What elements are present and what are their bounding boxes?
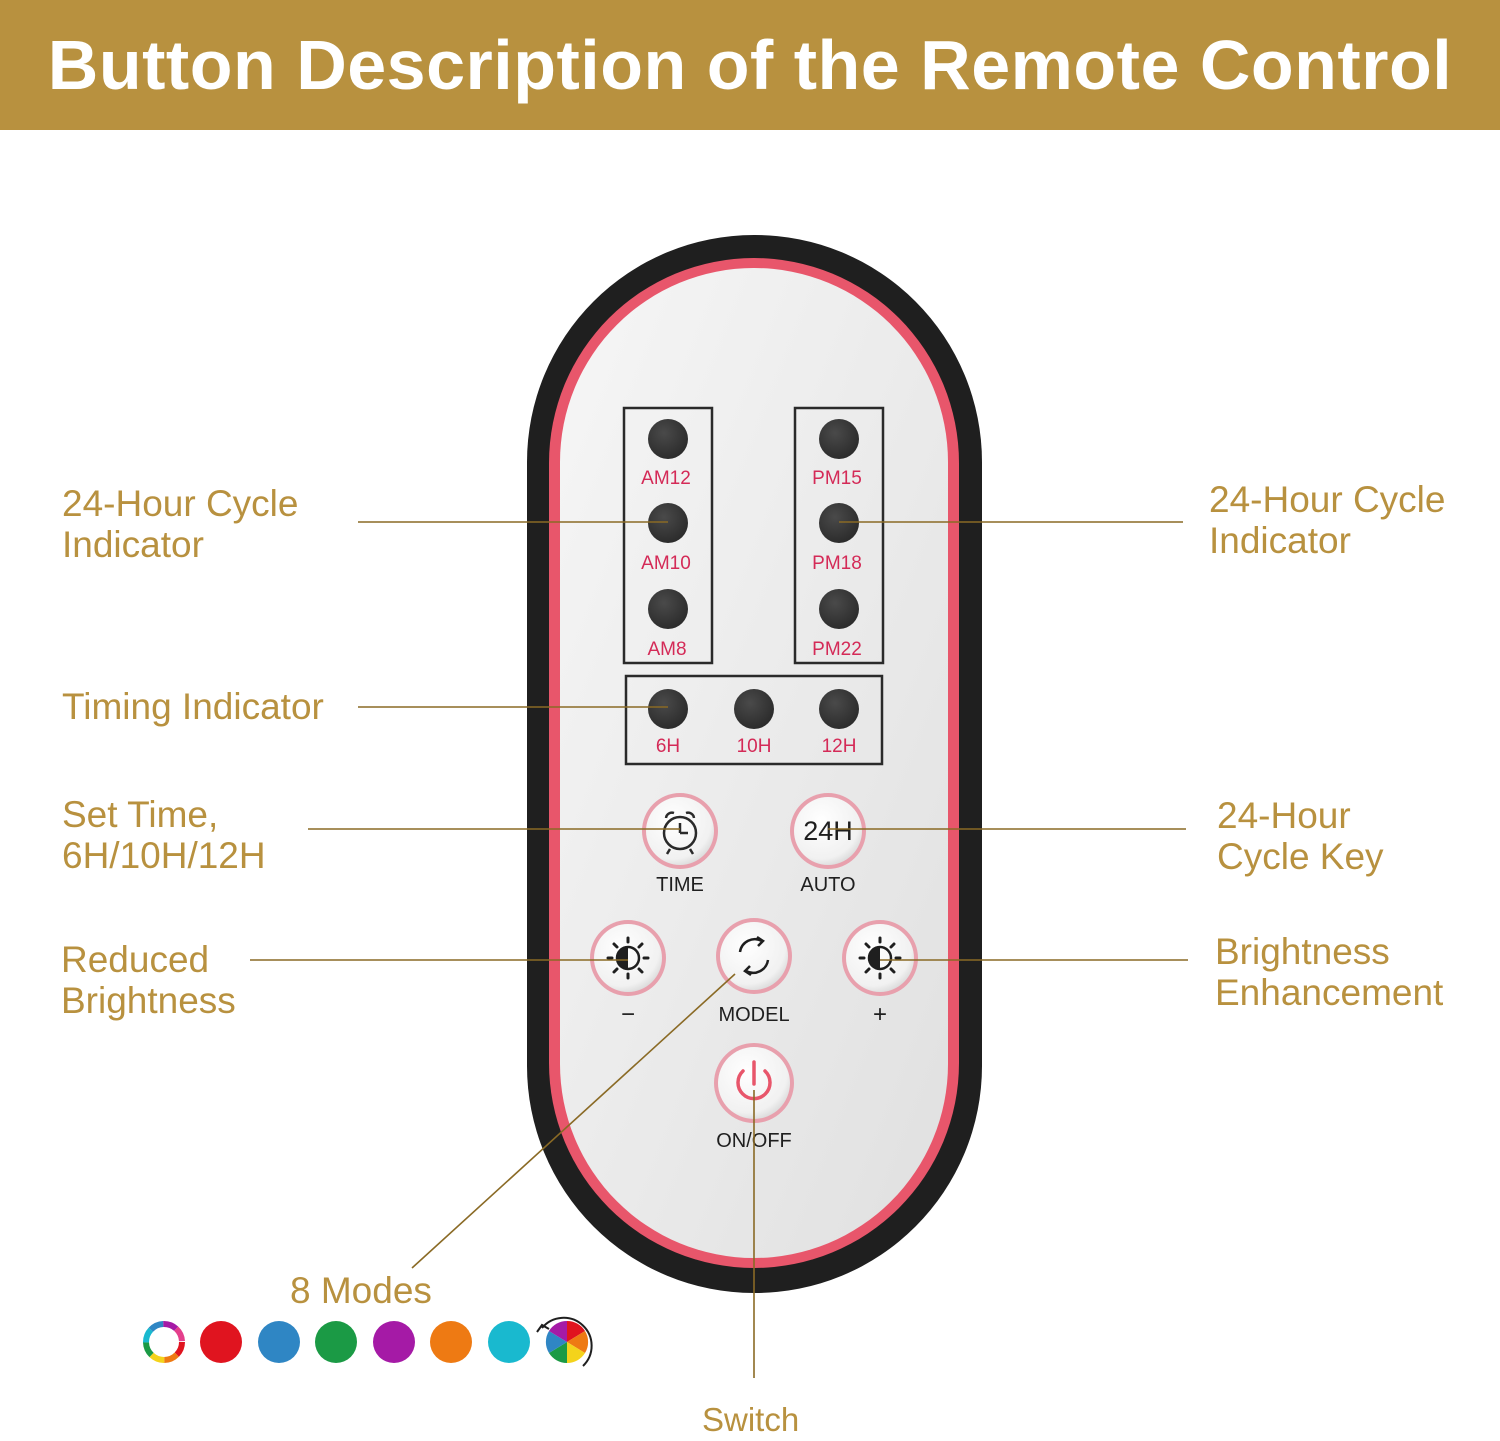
6h-label: 6H (656, 736, 680, 757)
brightness-enhancement-label: Brightness Enhancement (1215, 931, 1444, 1013)
power-button[interactable] (714, 1043, 794, 1123)
am8-label: AM8 (647, 639, 686, 660)
brightness-minus-button[interactable] (590, 920, 666, 996)
am12-label: AM12 (641, 468, 691, 489)
red-mode-dot (200, 1321, 242, 1363)
page-title: Button Description of the Remote Control (47, 26, 1453, 104)
am8-led (648, 589, 688, 629)
green-mode-dot (315, 1321, 357, 1363)
cycle-key-label: 24-Hour Cycle Key (1217, 795, 1384, 877)
model-button[interactable] (716, 918, 792, 994)
timing-indicator-label: Timing Indicator (62, 686, 324, 727)
timer-indicator-panel: 6H 10H 12H (624, 674, 884, 766)
am10-label: AM10 (641, 553, 691, 574)
12h-led (819, 689, 859, 729)
pm22-led (819, 589, 859, 629)
leader-lines (250, 521, 1188, 1378)
pm15-led (819, 419, 859, 459)
am10-led (648, 503, 688, 543)
set-time-label: Set Time, 6H/10H/12H (62, 794, 266, 876)
pm15-label: PM15 (812, 468, 862, 489)
10h-label: 10H (737, 736, 772, 757)
auto-24h-button[interactable]: 24H (790, 793, 866, 869)
modes-label: 8 Modes (290, 1270, 432, 1311)
pm-indicator-panel: PM15 PM18 PM22 (793, 406, 885, 665)
cyan-mode-dot (488, 1321, 530, 1363)
blue-mode-dot (258, 1321, 300, 1363)
brightness-icon (606, 936, 650, 980)
time-button[interactable] (642, 793, 718, 869)
pm18-label: PM18 (812, 553, 862, 574)
cycle-indicator-left-label: 24-Hour Cycle Indicator (62, 483, 299, 565)
cycle-indicator-right-label: 24-Hour Cycle Indicator (1209, 479, 1446, 561)
brightness-icon (858, 936, 902, 980)
am12-led (648, 419, 688, 459)
model-button-label: MODEL (718, 1004, 789, 1026)
am-indicator-panel: AM12 AM10 AM8 (622, 406, 714, 665)
title-banner: Button Description of the Remote Control (0, 0, 1500, 130)
reduced-brightness-label: Reduced Brightness (61, 939, 236, 1021)
rainbow-ring-icon (143, 1321, 185, 1363)
mode-colors (143, 1316, 593, 1367)
auto-button-label: AUTO (800, 874, 855, 896)
12h-label: 12H (822, 736, 857, 757)
time-button-label: TIME (656, 874, 704, 896)
6h-led (648, 689, 688, 729)
10h-led (734, 689, 774, 729)
pm22-label: PM22 (812, 639, 862, 660)
cycle-arrows-icon (738, 935, 770, 977)
plus-button-label: + (873, 1001, 887, 1028)
minus-button-label: − (621, 1001, 635, 1028)
24h-button-face: 24H (803, 816, 853, 846)
brightness-plus-button[interactable] (842, 920, 918, 996)
color-wheel-cycle-icon (536, 1316, 593, 1367)
purple-mode-dot (373, 1321, 415, 1363)
switch-label: Switch (702, 1401, 800, 1438)
orange-mode-dot (430, 1321, 472, 1363)
clock-icon (662, 811, 698, 855)
pm18-led (819, 503, 859, 543)
